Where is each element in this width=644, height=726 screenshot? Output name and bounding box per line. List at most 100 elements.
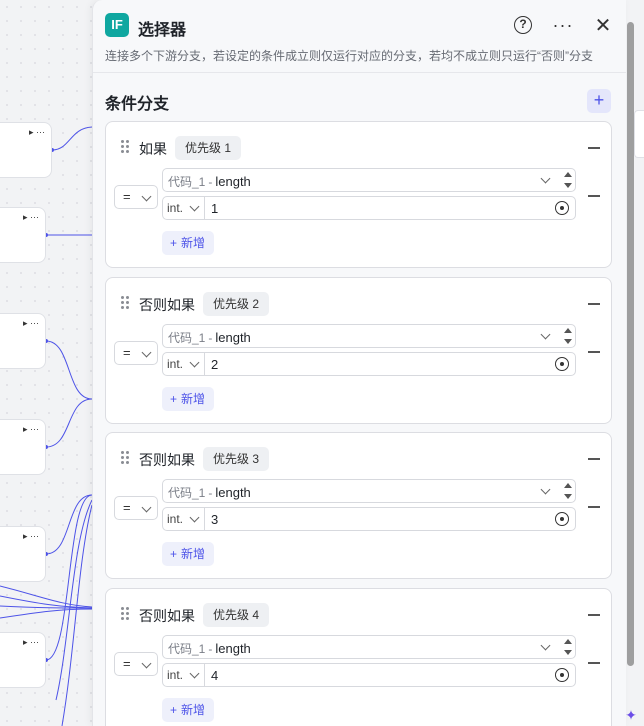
panel-scrollbar[interactable]: [627, 22, 634, 666]
stepper-icon[interactable]: [564, 171, 572, 189]
delete-condition-button[interactable]: [588, 506, 600, 508]
chevron-down-icon: [189, 357, 200, 368]
chevron-down-icon: [141, 658, 152, 669]
chevron-down-icon: [141, 502, 152, 513]
separator: -: [208, 175, 213, 189]
value-type-select[interactable]: int.: [163, 508, 205, 530]
panel-title: 选择器: [138, 22, 187, 39]
add-condition-button[interactable]: +新增: [162, 542, 215, 566]
stepper-icon[interactable]: [564, 638, 572, 656]
drag-handle-icon[interactable]: [121, 607, 131, 621]
operator-select[interactable]: =: [114, 341, 158, 365]
priority-badge: 优先级 4: [203, 603, 270, 627]
source-node-name: 代码_1: [168, 175, 206, 189]
left-variable-select[interactable]: 代码_1-length: [162, 324, 576, 348]
right-value-field[interactable]: int. 4: [162, 663, 576, 687]
more-icon[interactable]: ···: [552, 14, 574, 35]
add-condition-button[interactable]: +新增: [162, 387, 215, 411]
canvas-node[interactable]: ▸ ···: [0, 207, 46, 263]
delete-condition-button[interactable]: [588, 351, 600, 353]
delete-branch-button[interactable]: [588, 458, 600, 460]
variable-reference-icon[interactable]: [555, 668, 569, 682]
value-input[interactable]: 3: [211, 512, 219, 527]
value-type-select[interactable]: int.: [163, 197, 205, 219]
variable-name: length: [215, 641, 251, 656]
drag-handle-icon[interactable]: [121, 296, 131, 310]
header-divider: [93, 72, 626, 73]
selector-panel: IF 选择器 ? ··· ✕ 连接多个下游分支，若设定的条件成立则仅运行对应的分…: [92, 0, 626, 726]
variable-reference-icon[interactable]: [555, 357, 569, 371]
add-branch-button[interactable]: +: [587, 89, 611, 113]
panel-description: 连接多个下游分支，若设定的条件成立则仅运行对应的分支，若均不成立则只运行“否则”…: [105, 49, 593, 63]
variable-reference-icon[interactable]: [555, 201, 569, 215]
chevron-down-icon: [540, 173, 551, 184]
branch-label: 如果: [139, 141, 167, 157]
chevron-down-icon: [141, 347, 152, 358]
node-header-icon: ▸ ···: [22, 531, 39, 541]
value-type-select[interactable]: int.: [163, 353, 205, 375]
chevron-down-icon: [189, 668, 200, 679]
variable-reference-icon[interactable]: [555, 512, 569, 526]
variable-name: length: [215, 330, 251, 345]
stepper-icon[interactable]: [564, 327, 572, 345]
canvas-node[interactable]: ▸ ···: [0, 632, 46, 688]
right-value-field[interactable]: int. 3: [162, 507, 576, 531]
canvas-node[interactable]: ▸ ···: [0, 419, 46, 475]
operator-select[interactable]: =: [114, 496, 158, 520]
value-input[interactable]: 2: [211, 357, 219, 372]
node-header-icon: ▸ ···: [22, 212, 39, 222]
branch-card: 否则如果 优先级 3 = 代码_1-length int. 3 +新增: [105, 432, 612, 579]
offscreen-node-preview[interactable]: [634, 110, 644, 158]
value-input[interactable]: 1: [211, 201, 219, 216]
operator-select[interactable]: =: [114, 652, 158, 676]
left-variable-select[interactable]: 代码_1-length: [162, 635, 576, 659]
close-icon[interactable]: ✕: [594, 14, 612, 37]
variable-name: length: [215, 174, 251, 189]
panel-header: IF 选择器 ? ··· ✕: [105, 12, 614, 40]
priority-badge: 优先级 1: [175, 136, 242, 160]
delete-branch-button[interactable]: [588, 147, 600, 149]
value-input[interactable]: 4: [211, 668, 219, 683]
chevron-down-icon: [141, 191, 152, 202]
branch-card: 否则如果 优先级 4 = 代码_1-length int. 4 +新增: [105, 588, 612, 726]
canvas-node[interactable]: ▸ ···: [0, 526, 46, 582]
add-condition-button[interactable]: +新增: [162, 698, 215, 722]
node-header-icon: ▸ ···: [22, 637, 39, 647]
chevron-down-icon: [540, 484, 551, 495]
add-condition-button[interactable]: +新增: [162, 231, 215, 255]
delete-branch-button[interactable]: [588, 303, 600, 305]
source-node-name: 代码_1: [168, 486, 206, 500]
value-type-select[interactable]: int.: [163, 664, 205, 686]
chevron-down-icon: [189, 201, 200, 212]
canvas-node[interactable]: ▸ ···: [0, 313, 46, 369]
delete-condition-button[interactable]: [588, 662, 600, 664]
operator-select[interactable]: =: [114, 185, 158, 209]
variable-name: length: [215, 485, 251, 500]
right-value-field[interactable]: int. 1: [162, 196, 576, 220]
right-value-field[interactable]: int. 2: [162, 352, 576, 376]
assistant-sparkle-icon[interactable]: ✦: [625, 707, 637, 723]
drag-handle-icon[interactable]: [121, 140, 131, 154]
priority-badge: 优先级 2: [203, 292, 270, 316]
node-header-icon: ▸ ···: [22, 424, 39, 434]
separator: -: [208, 642, 213, 656]
branch-card: 如果 优先级 1 = 代码_1-length int. 1 +新增: [105, 121, 612, 268]
drag-handle-icon[interactable]: [121, 451, 131, 465]
left-variable-select[interactable]: 代码_1-length: [162, 168, 576, 192]
help-icon[interactable]: ?: [512, 14, 534, 36]
priority-badge: 优先级 3: [203, 447, 270, 471]
branch-label: 否则如果: [139, 452, 195, 468]
workflow-canvas[interactable]: ▸ ··· ▸ ··· ▸ ··· ▸ ··· ▸ ··· ▸ ···: [0, 0, 100, 726]
delete-branch-button[interactable]: [588, 614, 600, 616]
node-header-icon: ▸ ···: [22, 318, 39, 328]
separator: -: [208, 331, 213, 345]
source-node-name: 代码_1: [168, 331, 206, 345]
stepper-icon[interactable]: [564, 482, 572, 500]
canvas-node[interactable]: ▸ ···: [0, 122, 52, 178]
chevron-down-icon: [189, 512, 200, 523]
chevron-down-icon: [540, 640, 551, 651]
node-header-icon: ▸ ···: [28, 127, 45, 137]
delete-condition-button[interactable]: [588, 195, 600, 197]
left-variable-select[interactable]: 代码_1-length: [162, 479, 576, 503]
section-title: 条件分支: [105, 96, 170, 113]
